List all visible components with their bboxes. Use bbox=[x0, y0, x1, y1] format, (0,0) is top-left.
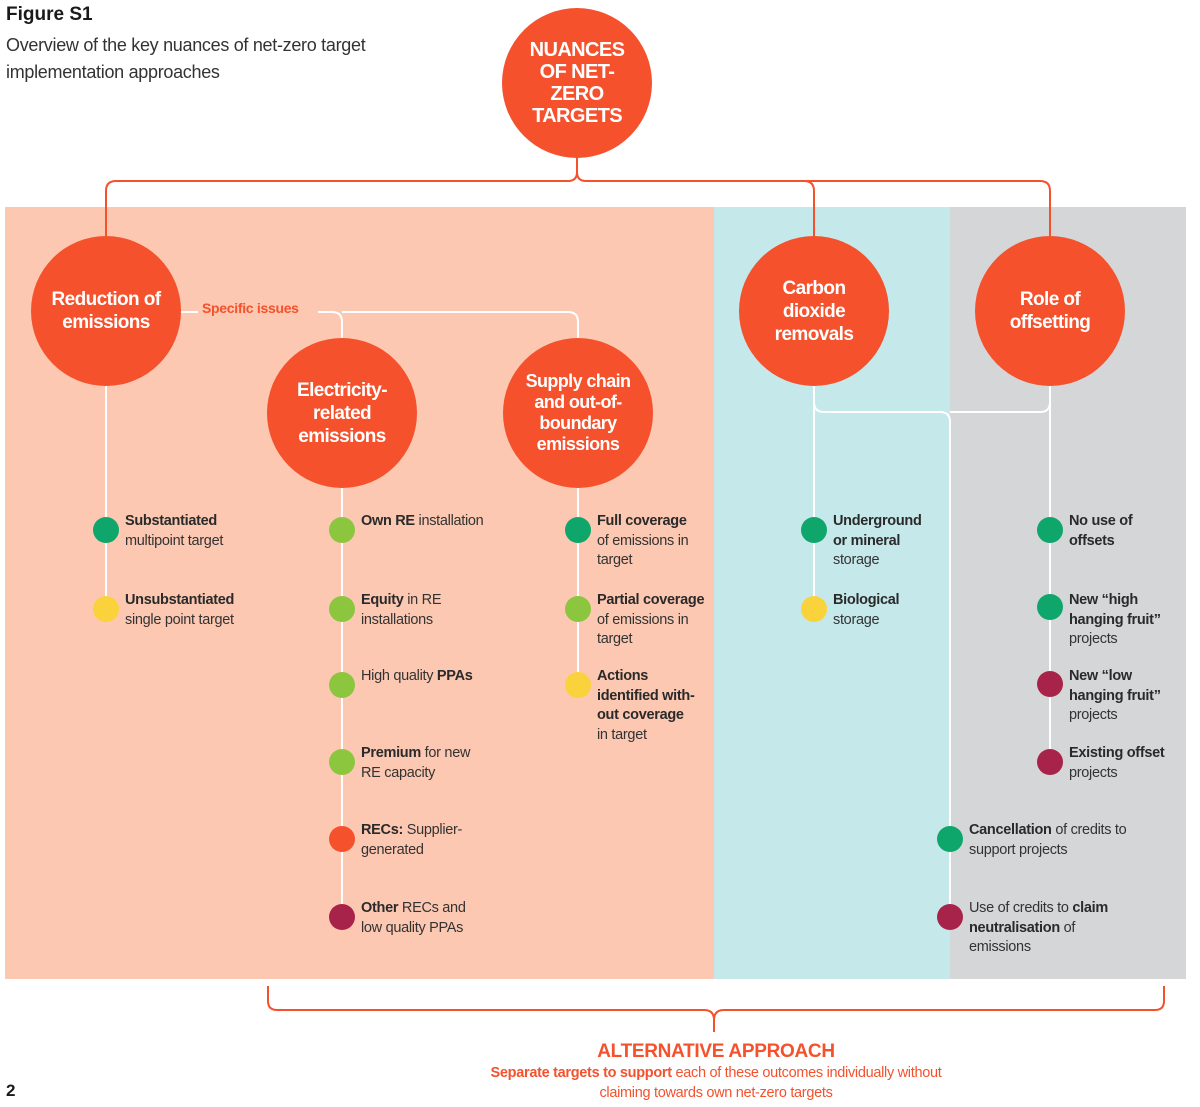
electricity-item-5-text: Supplier-generated bbox=[361, 822, 463, 858]
cdr-item-2-text: storage bbox=[833, 611, 880, 628]
offset-item-2-bold: New “high hanging fruit” bbox=[1069, 592, 1161, 628]
supply-item-2-dot bbox=[565, 596, 591, 622]
reduction-item-1-dot bbox=[93, 517, 119, 543]
electricity-item-4-dot bbox=[329, 749, 355, 775]
cdr-item-2: Biological storage bbox=[833, 591, 938, 630]
alternative-approach-bold: Separate targets to support bbox=[490, 1065, 673, 1081]
offset-item-3-bold: New “low hanging fruit” bbox=[1069, 668, 1161, 704]
offset-item-3-text: projects bbox=[1069, 707, 1118, 723]
credits-item-2-bold: claim neutralisation bbox=[969, 900, 1108, 936]
electricity-item-6: Other RECs and low quality PPAs bbox=[361, 899, 486, 938]
page-number: 2 bbox=[6, 1081, 16, 1100]
offsetting-label: Role of offsetting bbox=[1009, 289, 1091, 333]
electricity-item-2-bold: Equity bbox=[361, 592, 404, 608]
supply-item-3-bold: Actions identified with-out coverage bbox=[597, 668, 695, 723]
electricity-item-6-dot bbox=[329, 904, 355, 930]
reduction-item-2-text: single point target bbox=[125, 611, 234, 628]
electricity-item-2-dot bbox=[329, 596, 355, 622]
root-label: NUANCES OF NET-ZERO TARGETS bbox=[529, 39, 625, 127]
offset-item-3-dot bbox=[1037, 671, 1063, 697]
credits-item-2-pre: Use of credits to bbox=[969, 900, 1073, 916]
offset-item-4: Existing offset projects bbox=[1069, 744, 1181, 783]
electricity-item-6-bold: Other bbox=[361, 900, 399, 916]
reduction-item-2-dot bbox=[93, 596, 119, 622]
electricity-item-5: RECs: Supplier-generated bbox=[361, 821, 476, 860]
offset-item-4-text: projects bbox=[1069, 764, 1118, 781]
supply-item-1-text: of emissions in target bbox=[597, 532, 689, 569]
cdr-item-1-bold: Underground or mineral bbox=[833, 513, 922, 549]
offsetting-circle: Role of offsetting bbox=[975, 236, 1125, 386]
offset-item-3: New “low hanging fruit” projects bbox=[1069, 667, 1181, 726]
supply-item-2: Partial coverage of emissions in target bbox=[597, 591, 715, 650]
supply-item-3-text: in target bbox=[597, 726, 647, 743]
electricity-item-4-text: for new RE capacity bbox=[361, 745, 471, 781]
supply-item-1: Full coverage of emissions in target bbox=[597, 512, 715, 571]
offset-item-1: No use of offsets bbox=[1069, 512, 1149, 551]
offset-item-2-dot bbox=[1037, 594, 1063, 620]
figure-label: Figure S1 bbox=[6, 4, 93, 25]
offset-item-1-bold: No use of offsets bbox=[1069, 513, 1133, 549]
electricity-item-3-text: High quality bbox=[361, 668, 437, 684]
carbon-removals-label: Carbon dioxide removals bbox=[774, 277, 854, 345]
electricity-item-1-text: installation bbox=[414, 513, 484, 529]
reduction-item-2: Unsubstantiated single point target bbox=[125, 591, 285, 630]
electricity-label: Electricity-related emissions bbox=[297, 379, 388, 447]
offset-item-1-dot bbox=[1037, 517, 1063, 543]
alternative-approach-title: ALTERNATIVE APPROACH bbox=[597, 1041, 835, 1062]
cdr-item-1-dot bbox=[801, 517, 827, 543]
electricity-item-5-dot bbox=[329, 826, 355, 852]
credits-item-2-dot bbox=[937, 904, 963, 930]
electricity-item-3: High quality PPAs bbox=[361, 667, 511, 687]
electricity-item-6-text: RECs and low quality PPAs bbox=[361, 900, 466, 936]
offset-item-2-text: projects bbox=[1069, 631, 1118, 647]
alternative-approach-text: Separate targets to support each of thes… bbox=[0, 1064, 1200, 1103]
cdr-item-1: Underground or mineral storage bbox=[833, 512, 938, 571]
supply-item-1-dot bbox=[565, 517, 591, 543]
reduction-circle: Reduction of emissions bbox=[31, 236, 181, 386]
reduction-item-1-bold: Substantiated bbox=[125, 513, 217, 529]
supply-chain-circle: Supply chain and out-of-boundary emissio… bbox=[503, 338, 653, 488]
credits-item-2-text: of emissions bbox=[969, 919, 1076, 956]
credits-item-1-bold: Cancellation bbox=[969, 822, 1052, 838]
carbon-removals-circle: Carbon dioxide removals bbox=[739, 236, 889, 386]
cdr-item-1-text: storage bbox=[833, 552, 880, 568]
electricity-item-1-dot bbox=[329, 517, 355, 543]
supply-chain-label: Supply chain and out-of-boundary emissio… bbox=[525, 371, 631, 454]
offset-item-4-dot bbox=[1037, 749, 1063, 775]
reduction-item-1: Substantiated multipoint target bbox=[125, 512, 285, 551]
supply-item-3: Actions identified with-out coverage in t… bbox=[597, 667, 709, 745]
reduction-item-1-text: multipoint target bbox=[125, 532, 224, 549]
electricity-item-5-bold: RECs: bbox=[361, 822, 404, 838]
supply-item-2-bold: Partial coverage bbox=[597, 592, 705, 608]
electricity-item-3-dot bbox=[329, 672, 355, 698]
cdr-item-2-dot bbox=[801, 596, 827, 622]
figure-subtitle: Overview of the key nuances of net-zero … bbox=[6, 35, 366, 82]
electricity-item-2-text: in RE installations bbox=[361, 592, 442, 628]
electricity-item-3-bold: PPAs bbox=[436, 668, 473, 684]
supply-item-3-dot bbox=[565, 672, 591, 698]
electricity-item-1-bold: Own RE bbox=[361, 513, 415, 529]
electricity-item-2: Equity in RE installations bbox=[361, 591, 461, 630]
electricity-circle: Electricity-related emissions bbox=[267, 338, 417, 488]
supply-item-1-bold: Full coverage bbox=[597, 513, 687, 529]
credits-item-1: Cancellation of credits to support proje… bbox=[969, 821, 1144, 860]
root-circle: NUANCES OF NET-ZERO TARGETS bbox=[502, 8, 652, 158]
electricity-item-4-bold: Premium bbox=[361, 745, 421, 761]
reduction-label: Reduction of emissions bbox=[51, 289, 162, 333]
offset-item-4-bold: Existing offset bbox=[1069, 745, 1165, 761]
supply-item-2-text: of emissions in target bbox=[597, 611, 689, 648]
cdr-item-2-bold: Biological bbox=[833, 592, 900, 608]
alternative-approach-rest: each of these outcomes individually with… bbox=[599, 1065, 942, 1101]
offset-item-2: New “high hanging fruit” projects bbox=[1069, 591, 1181, 650]
specific-issues-label: Specific issues bbox=[202, 300, 299, 316]
credits-item-1-dot bbox=[937, 826, 963, 852]
credits-item-2: Use of credits to claim neutralisation o… bbox=[969, 899, 1134, 958]
electricity-item-1: Own RE installation bbox=[361, 512, 511, 532]
credits-item-1-text: of credits to support projects bbox=[969, 822, 1127, 858]
reduction-item-2-bold: Unsubstantiated bbox=[125, 592, 235, 608]
electricity-item-4: Premium for new RE capacity bbox=[361, 744, 491, 783]
